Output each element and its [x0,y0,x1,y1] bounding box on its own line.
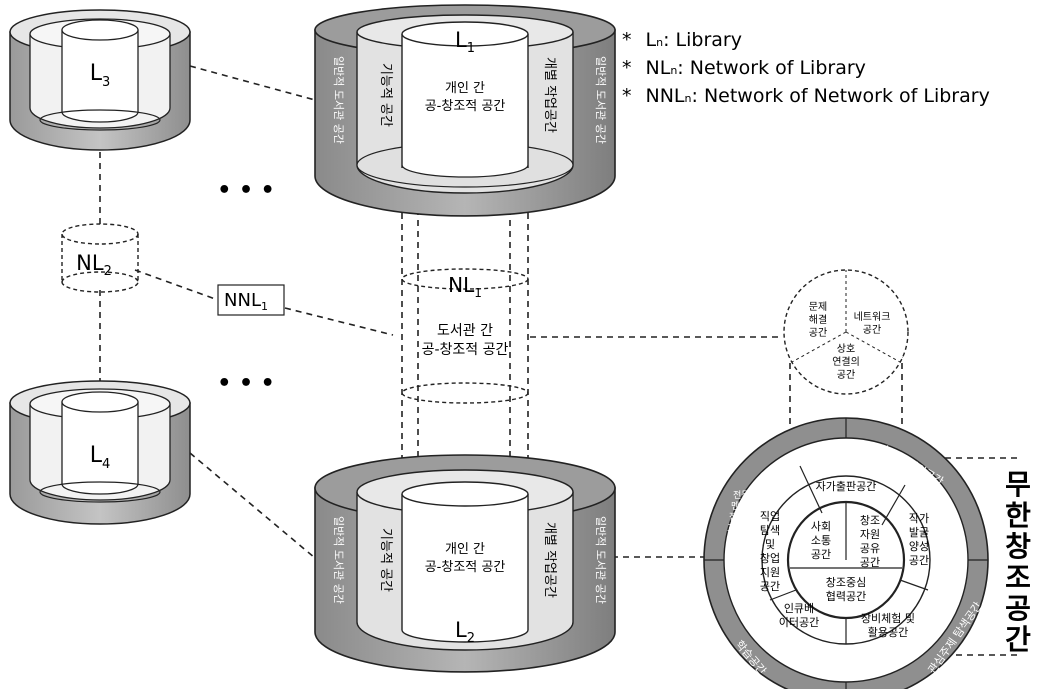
ellipsis-top: • • • [217,178,275,203]
network-box-nnl1: NNL1 [217,284,285,316]
infinite-creation-title: 무 한 창 조 공 간 [1005,468,1031,656]
middle-self-publishing: 자가출판공간 [816,480,877,493]
l2-center-line2: 공-창조적 공간 [425,560,506,575]
legend-item-network-of-network: *NNLn: Network of Network of Library [622,85,990,107]
library-cylinder-l3: L3 [9,9,191,151]
l2-individual-label: 개별 작업공간 [542,522,557,598]
l2-outer-right-label: 일반적 도서관 공간 [594,516,608,604]
title-char-5: 공 [1005,592,1031,625]
label-l2: L2 [455,618,475,646]
connector-nl2-nnl1 [134,269,219,301]
label-nl2: NL2 [76,251,112,279]
legend-item-library: *Ln: Library [622,29,742,51]
connector-l3-l1 [189,65,316,101]
title-char-4: 조 [1005,561,1031,594]
legend-item-network: *NLn: Network of Library [622,57,866,79]
legend: *Ln: Library *NLn: Network of Library *N… [622,29,990,107]
network-cylinder-nl2 [61,223,139,293]
ellipsis-bottom: • • • [217,371,275,396]
title-char-1: 무 [1005,468,1031,501]
title-char-2: 한 [1005,499,1031,532]
nl1-center-line2: 공-창조적 공간 [422,342,509,358]
library-cylinder-l1: L1 개인 간 공-창조적 공간 일반적 도서관 공간 일반적 도서관 공간 기… [314,4,616,217]
l2-outer-left-label: 일반적 도서관 공간 [332,516,346,604]
l1-outer-right-label: 일반적 도서관 공간 [594,56,608,144]
label-nl1: NL1 [448,273,482,300]
nl1-center-line1: 도서관 간 [437,323,493,339]
l1-outer-left-label: 일반적 도서관 공간 [332,56,346,144]
l1-center-line1: 개인 간 [445,81,485,96]
library-cylinder-l2: L2 개인 간 공-창조적 공간 일반적 도서관 공간 일반적 도서관 공간 기… [314,454,616,673]
library-cylinder-l4: L4 [9,380,191,525]
l2-center-line1: 개인 간 [445,542,485,557]
connector-nnl1-nl1 [284,307,394,336]
l1-center-line2: 공-창조적 공간 [425,99,506,114]
connector-l4-l2 [189,452,316,559]
network-cylinder-nl1 [401,268,529,404]
label-nnl1: NNL1 [224,290,268,313]
label-l3: L3 [90,61,111,90]
label-l1: L1 [455,28,475,56]
title-char-3: 창 [1005,530,1031,563]
title-char-6: 간 [1005,623,1031,656]
l1-individual-label: 개별 작업공간 [542,57,557,133]
label-l4: L4 [90,443,111,472]
l2-functional-label: 기능적 공간 [378,528,393,592]
l1-functional-label: 기능적 공간 [378,63,393,127]
